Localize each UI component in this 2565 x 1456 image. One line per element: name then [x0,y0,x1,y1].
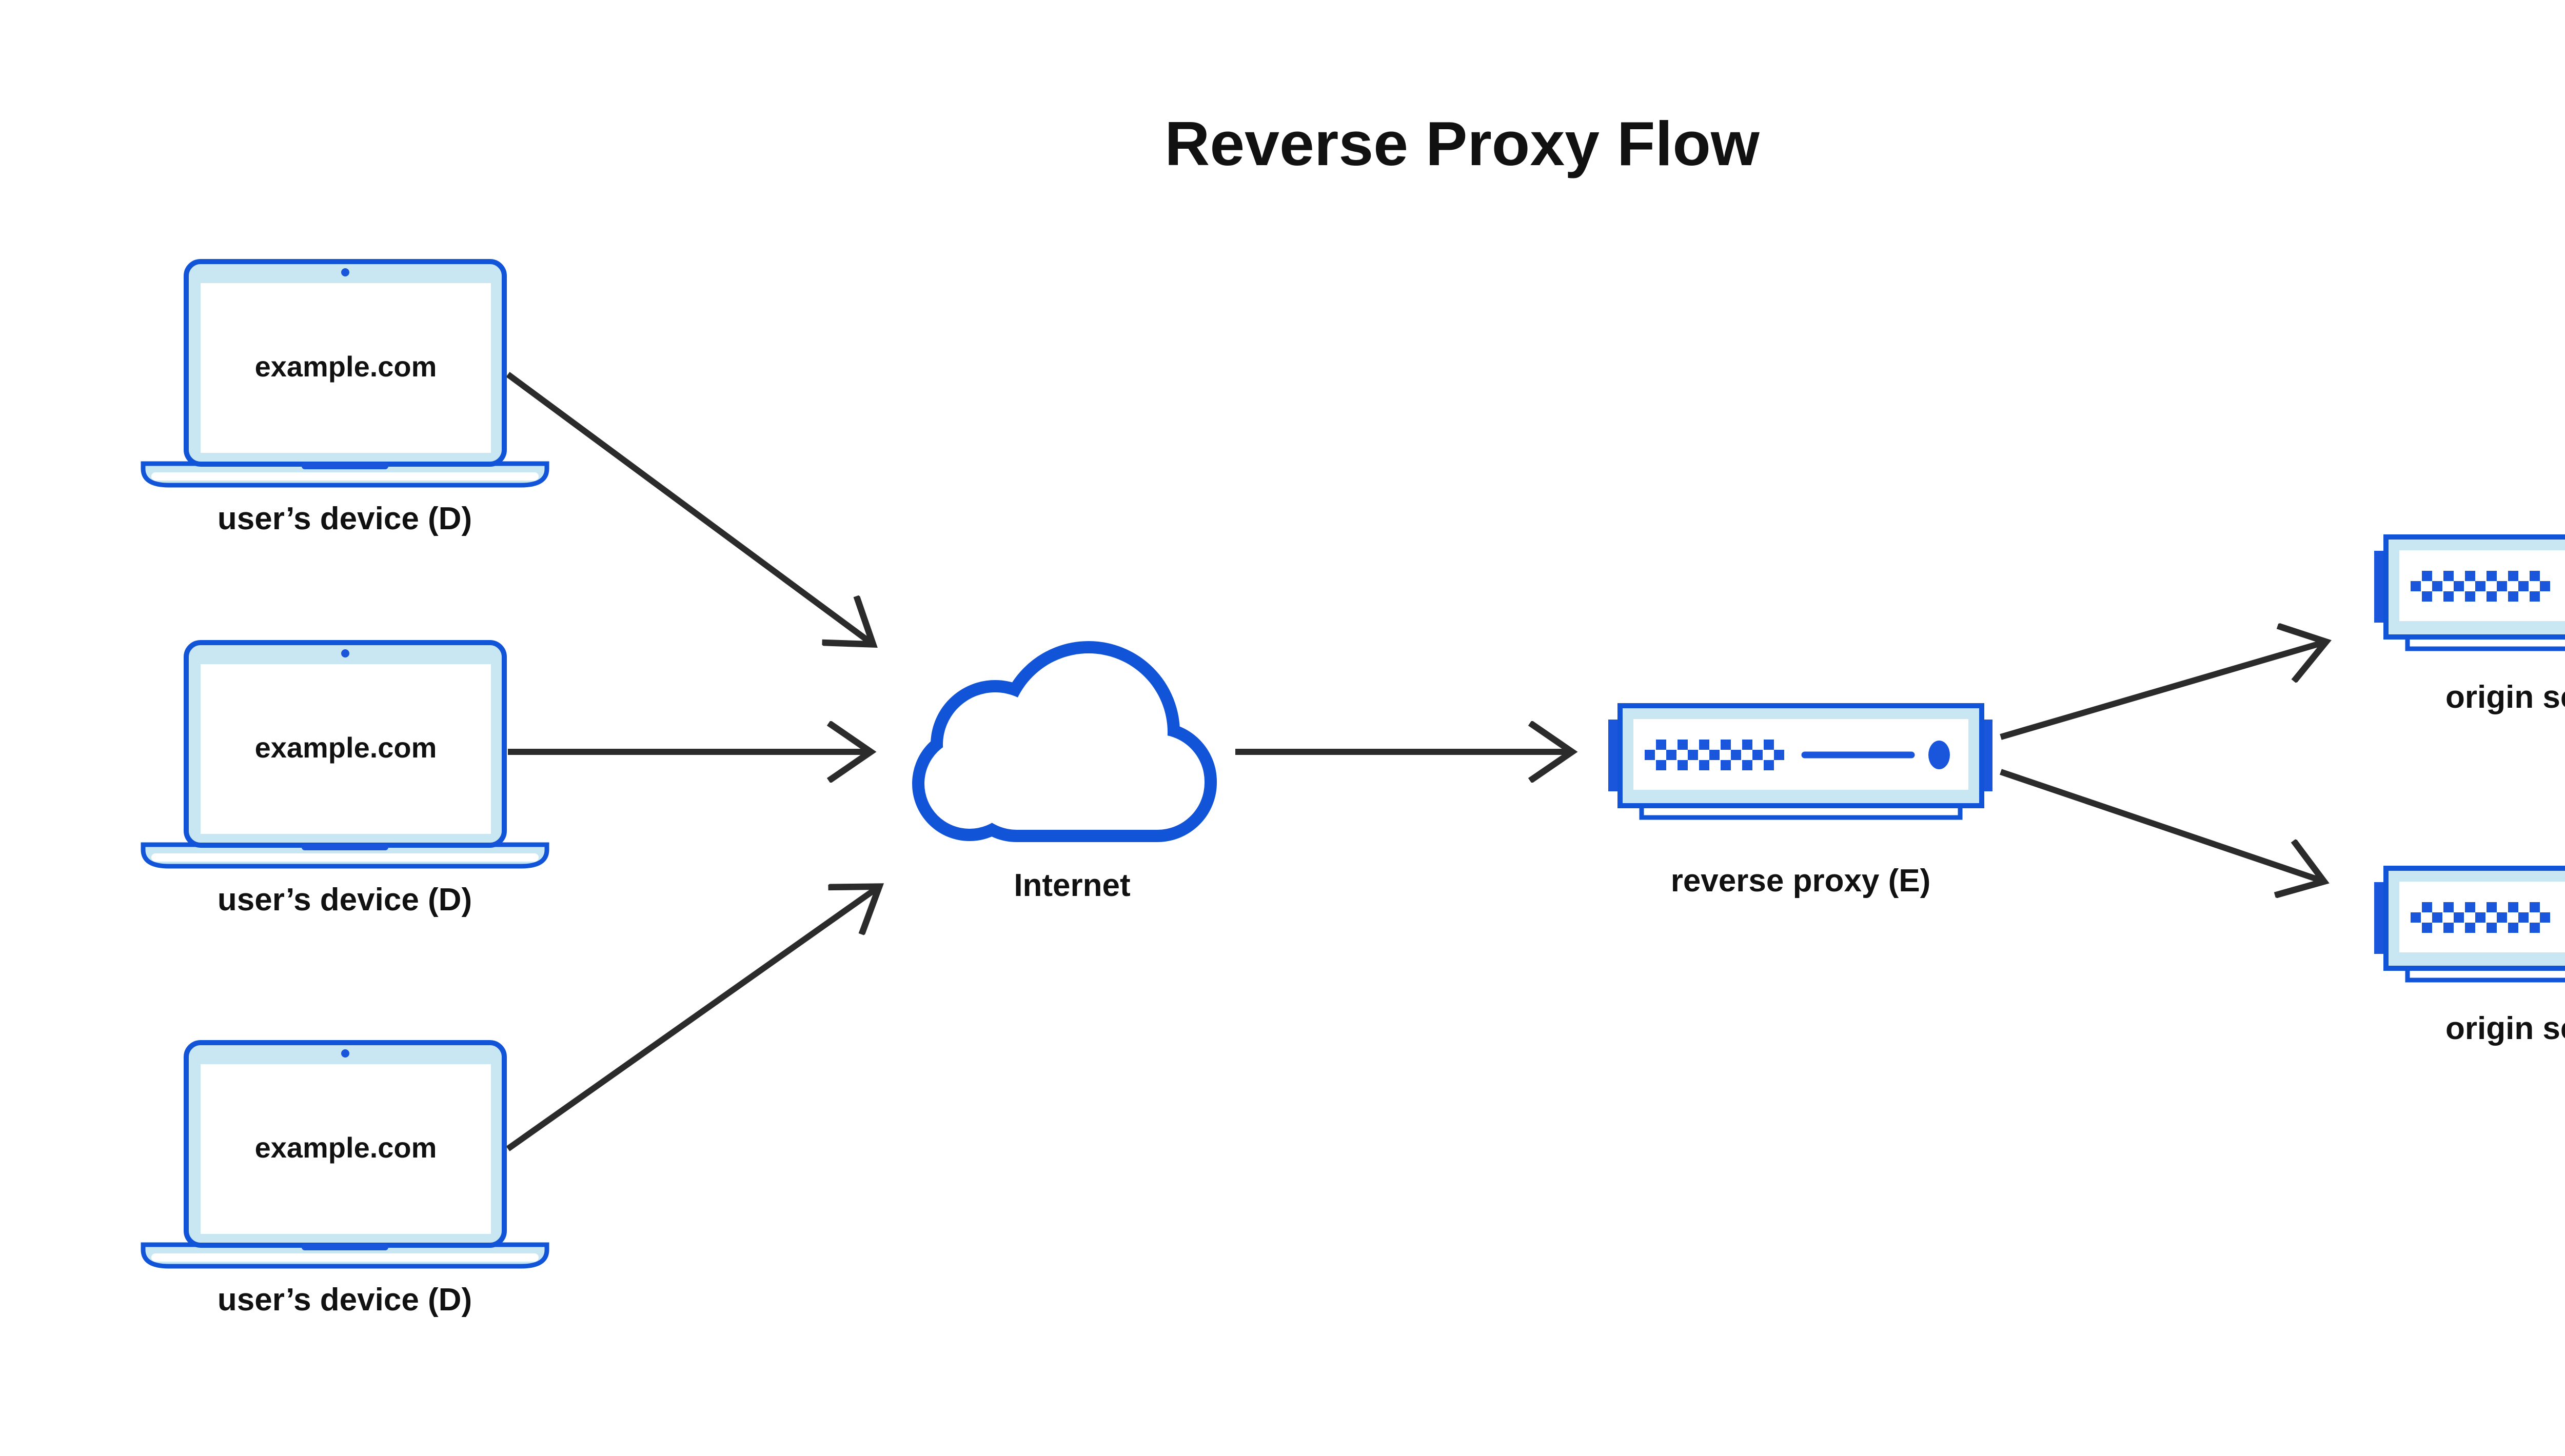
device-screen-text: example.com [255,731,437,764]
internet-label: Internet [1014,868,1130,903]
origin-server-1: origin server (F) [2374,537,2565,715]
reverse-proxy-node: reverse proxy (E) [1608,706,1992,899]
origin-server-label: origin server (F) [2445,680,2565,715]
user-device-1: example.com user’s device (D) [143,262,547,536]
flow-arrows [506,372,2325,1151]
server-icon [2374,868,2565,980]
arrow-device1-to-internet [506,372,872,644]
user-device-3: example.com user’s device (D) [143,1043,547,1318]
reverse-proxy-label: reverse proxy (E) [1671,863,1931,899]
internet-node: Internet [912,641,1217,903]
arrow-device3-to-internet [506,887,878,1151]
device-screen-text: example.com [255,350,437,383]
device-label: user’s device (D) [218,501,472,536]
device-label: user’s device (D) [218,1282,472,1318]
arrow-proxy-to-origin2 [2000,769,2323,881]
arrow-proxy-to-origin1 [2000,642,2325,740]
origin-server-label: origin server (F) [2445,1011,2565,1046]
device-screen-text: example.com [255,1131,437,1164]
server-icon [2374,537,2565,649]
user-device-2: example.com user’s device (D) [143,643,547,918]
origin-server-2: origin server (F) [2374,868,2565,1046]
server-icon [1608,706,1992,817]
page-title: Reverse Proxy Flow [1165,109,1760,178]
cloud-icon [912,641,1217,842]
device-label: user’s device (D) [218,882,472,918]
